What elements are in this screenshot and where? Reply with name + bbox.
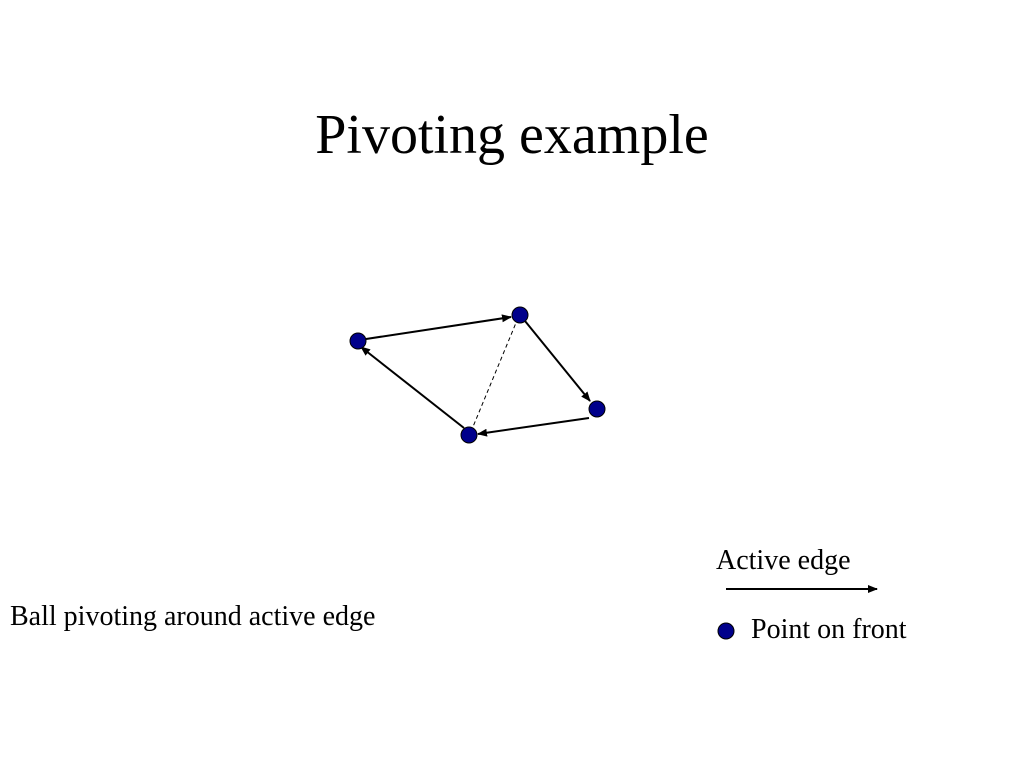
diagram-caption: Ball pivoting around active edge bbox=[10, 601, 376, 632]
front-point-d bbox=[460, 426, 478, 444]
active-edge-a-b bbox=[365, 314, 512, 340]
slide-title: Pivoting example bbox=[315, 104, 709, 166]
front-point-c bbox=[588, 400, 606, 418]
front-point-b bbox=[511, 306, 529, 324]
pivot-edge-dashed bbox=[469, 317, 519, 435]
active-edge-c-d bbox=[477, 417, 590, 437]
legend-active-edge-label: Active edge bbox=[716, 545, 851, 576]
active-edge-b-c bbox=[524, 320, 591, 402]
legend-point-label: Point on front bbox=[751, 614, 907, 645]
front-point-a bbox=[349, 332, 367, 350]
legend-point-symbol bbox=[717, 622, 735, 640]
active-edge-d-a bbox=[360, 346, 465, 429]
